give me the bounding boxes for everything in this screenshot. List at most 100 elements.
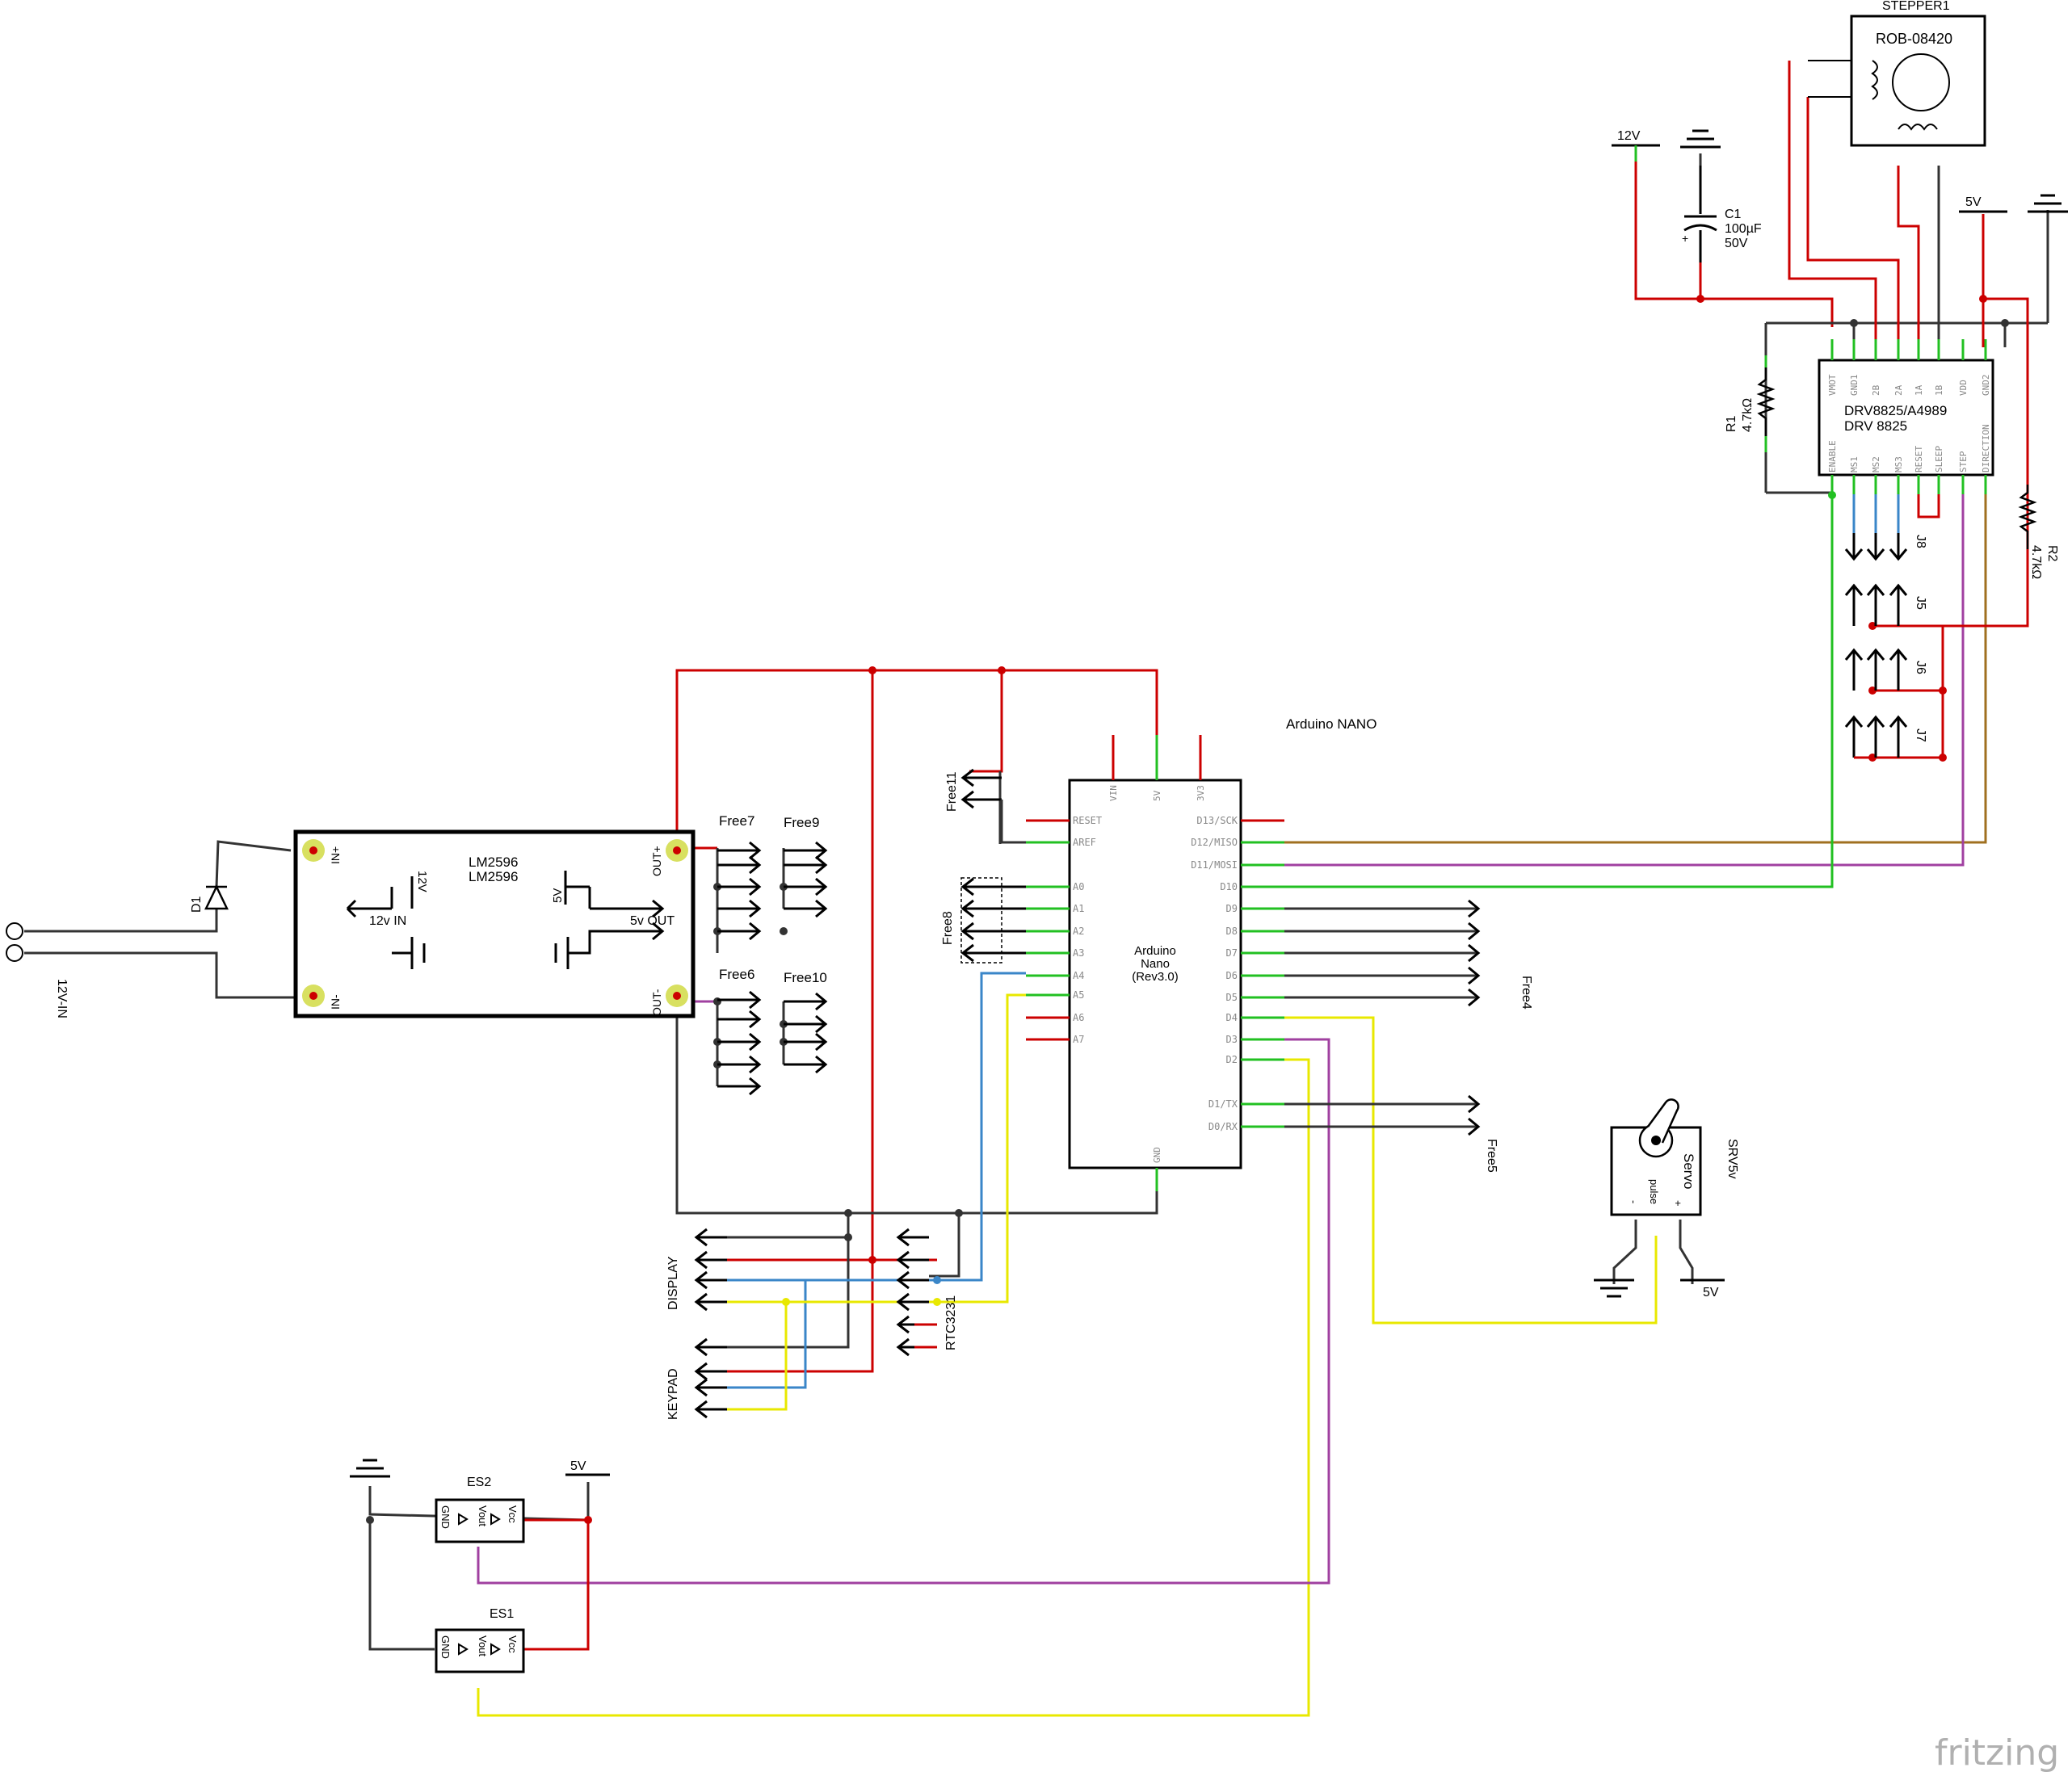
r1-value: 4.7kΩ	[1741, 398, 1755, 432]
nano-pin-5v: 5V	[1152, 790, 1162, 801]
free-headers[interactable]	[717, 841, 828, 1096]
lm-name-1: LM2596	[469, 854, 518, 870]
lm2596-module[interactable]: LM2596 LM2596 IN+ IN- OUT+ OUT- 12V 12v …	[293, 829, 696, 1018]
driver-pin-ms3: MS3	[1893, 456, 1904, 472]
arduino-title: Arduino NANO	[1286, 716, 1376, 732]
servo-title: Servo	[1681, 1153, 1696, 1189]
resistor-r1[interactable]: R1 4.7kΩ	[1725, 355, 1776, 452]
header-pin-arrow	[784, 1014, 828, 1034]
nano-pin-d11-mosi: D11/MOSI	[1191, 859, 1238, 871]
nano-pin-aref: AREF	[1073, 837, 1096, 848]
free7-label: Free7	[719, 813, 754, 829]
header-pin-arrow	[784, 1055, 828, 1074]
power-5v-top: 5V	[1959, 195, 2007, 213]
in-plus-label: IN+	[329, 846, 342, 864]
nano-pin-a3: A3	[1073, 947, 1084, 959]
nano-pin-a7: A7	[1073, 1034, 1084, 1045]
nano-pin-d2: D2	[1226, 1054, 1238, 1065]
driver-pin-2a: 2A	[1893, 384, 1904, 396]
free10-label: Free10	[784, 970, 827, 985]
arduino-body-1: Arduino	[1134, 944, 1176, 958]
header-j8[interactable]	[1844, 533, 1908, 561]
driver-pin-vmot: VMOT	[1827, 374, 1838, 396]
free4-header[interactable]	[1468, 899, 1481, 1007]
nano-pin-reset: RESET	[1073, 815, 1102, 826]
cap-value: 100µF	[1725, 222, 1762, 236]
rtc-header[interactable]	[896, 1228, 929, 1357]
servo-name: SRV5v	[1725, 1139, 1739, 1179]
servo-plus: +	[1672, 1200, 1684, 1207]
nano-pin-d9: D9	[1226, 903, 1238, 914]
ground-symbol-servo	[1594, 1278, 1634, 1298]
header-pin-arrow	[717, 1077, 762, 1096]
r1-name: R1	[1725, 415, 1738, 432]
display-header[interactable]	[694, 1228, 727, 1312]
lm-12v-in-label: 12v IN	[369, 914, 406, 928]
nano-pin-a0: A0	[1073, 881, 1084, 892]
power-12v-top: 12V	[1612, 129, 1660, 162]
header-j7[interactable]	[1844, 715, 1908, 758]
free5-label: Free5	[1485, 1139, 1498, 1173]
ground-symbol-right	[2028, 194, 2068, 213]
es-5v-label: 5V	[570, 1459, 586, 1473]
nano-pin-a4: A4	[1073, 970, 1084, 981]
power-5v-es: 5V	[565, 1459, 610, 1476]
diode-d1[interactable]: D1	[190, 884, 229, 913]
nano-gnd-pin: GND	[1152, 1147, 1162, 1163]
header-pin-arrow	[784, 841, 828, 860]
servo-motor[interactable]: Servo pulse - + SRV5v	[1610, 1098, 1739, 1216]
driver-name-2: DRV 8825	[1844, 418, 1907, 434]
in-minus-label: IN-	[329, 994, 342, 1010]
ground-symbol-es	[350, 1459, 390, 1478]
j8-label: J8	[1914, 535, 1927, 548]
driver-pin-1b: 1B	[1934, 384, 1944, 396]
free9-label: Free9	[784, 815, 819, 830]
resistor-r2[interactable]: R2 4.7kΩ	[2018, 485, 2059, 579]
es2-label: ES2	[467, 1476, 491, 1489]
servo-5v-label: 5V	[1703, 1286, 1719, 1299]
cap-name: C1	[1725, 208, 1742, 221]
nano-pin-d4: D4	[1226, 1012, 1238, 1023]
r2-name: R2	[2045, 545, 2059, 562]
label-5v-top: 5V	[1965, 195, 1982, 209]
keypad-header[interactable]	[694, 1337, 727, 1419]
arduino-nano[interactable]: Arduino Nano (Rev3.0) RESETAREFA0A1A2A3A…	[1026, 735, 1284, 1191]
nano-pin-d8: D8	[1226, 926, 1238, 937]
header-pin-arrow	[717, 1010, 762, 1029]
nano-pin-a2: A2	[1073, 926, 1084, 937]
free5-header[interactable]	[1468, 1094, 1481, 1136]
nano-pin-a1: A1	[1073, 903, 1084, 914]
header-pin-arrow	[784, 992, 828, 1011]
free4-label: Free4	[1519, 976, 1533, 1010]
power-jack-12v[interactable]: 12V-IN	[6, 922, 69, 1018]
header-j6[interactable]	[1844, 648, 1908, 691]
header-pin-arrow	[717, 1032, 762, 1052]
driver-pin-1a: 1A	[1914, 384, 1924, 396]
free6-label: Free6	[719, 967, 754, 982]
header-pin-arrow	[784, 1032, 828, 1052]
nano-pin-vin: VIN	[1108, 785, 1119, 801]
sensor-es1[interactable]: ES1 GND Vout Vcc	[435, 1607, 525, 1673]
sensor-es2[interactable]: ES2 GND Vout Vcc	[435, 1476, 525, 1543]
free8-header[interactable]	[960, 877, 1026, 964]
es1-gnd: GND	[439, 1635, 452, 1659]
led-icon	[458, 1513, 501, 1526]
capacitor-c1[interactable]: + C1 100µF 50V	[1682, 166, 1762, 262]
power-5v-servo: 5V	[1680, 1278, 1725, 1299]
nano-pin-d0-rx: D0/RX	[1208, 1121, 1238, 1132]
lm-12v-label: 12V	[415, 871, 429, 892]
jack-label: 12V-IN	[55, 979, 69, 1018]
nano-pin-3v3: 3V3	[1196, 785, 1206, 801]
driver-pin-sleep: SLEEP	[1934, 446, 1944, 472]
header-j5[interactable]	[1844, 583, 1908, 626]
free11-header[interactable]	[960, 768, 1026, 844]
es1-vout: Vout	[477, 1635, 489, 1656]
lm-5v-label: 5V	[551, 888, 565, 903]
nano-pin-d6: D6	[1226, 970, 1238, 981]
stepper-motor[interactable]: STEPPER1 ROB-08420	[1808, 0, 1986, 147]
d1-label: D1	[190, 896, 204, 913]
header-pin-arrow	[717, 841, 762, 860]
